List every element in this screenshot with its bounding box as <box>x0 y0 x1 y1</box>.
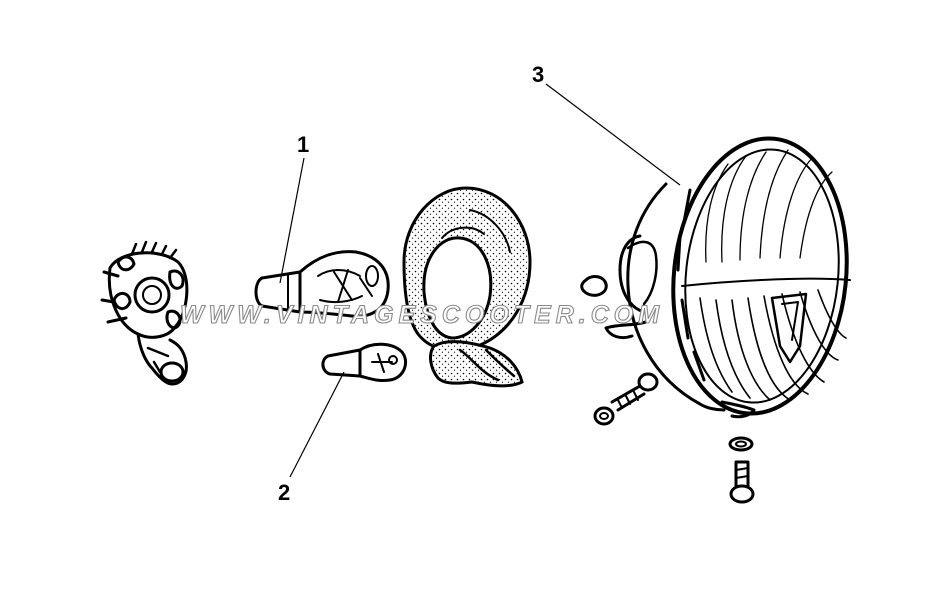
callout-3-label: 3 <box>532 62 544 87</box>
rubber-seal-ring <box>402 186 532 352</box>
small-bulb <box>321 342 407 382</box>
headlamp-unit <box>580 136 851 419</box>
bulb-holder-socket <box>100 240 189 386</box>
callout-1-label: 1 <box>297 132 309 157</box>
rubber-seal-fragment <box>429 340 524 388</box>
callout-2-label: 2 <box>278 480 290 505</box>
large-bulb <box>254 250 390 318</box>
watermark: WWW.VINTAGESCOOTER.COM <box>180 301 664 329</box>
callout-2: 2 <box>278 371 345 505</box>
callout-3-leader <box>545 83 681 186</box>
callout-3: 3 <box>532 62 681 186</box>
mounting-bolt-lower <box>728 436 755 504</box>
callout-1: 1 <box>279 132 309 284</box>
callout-2-leader <box>289 371 345 478</box>
callout-1-leader <box>279 157 305 284</box>
mounting-bolt-upper <box>593 372 659 426</box>
